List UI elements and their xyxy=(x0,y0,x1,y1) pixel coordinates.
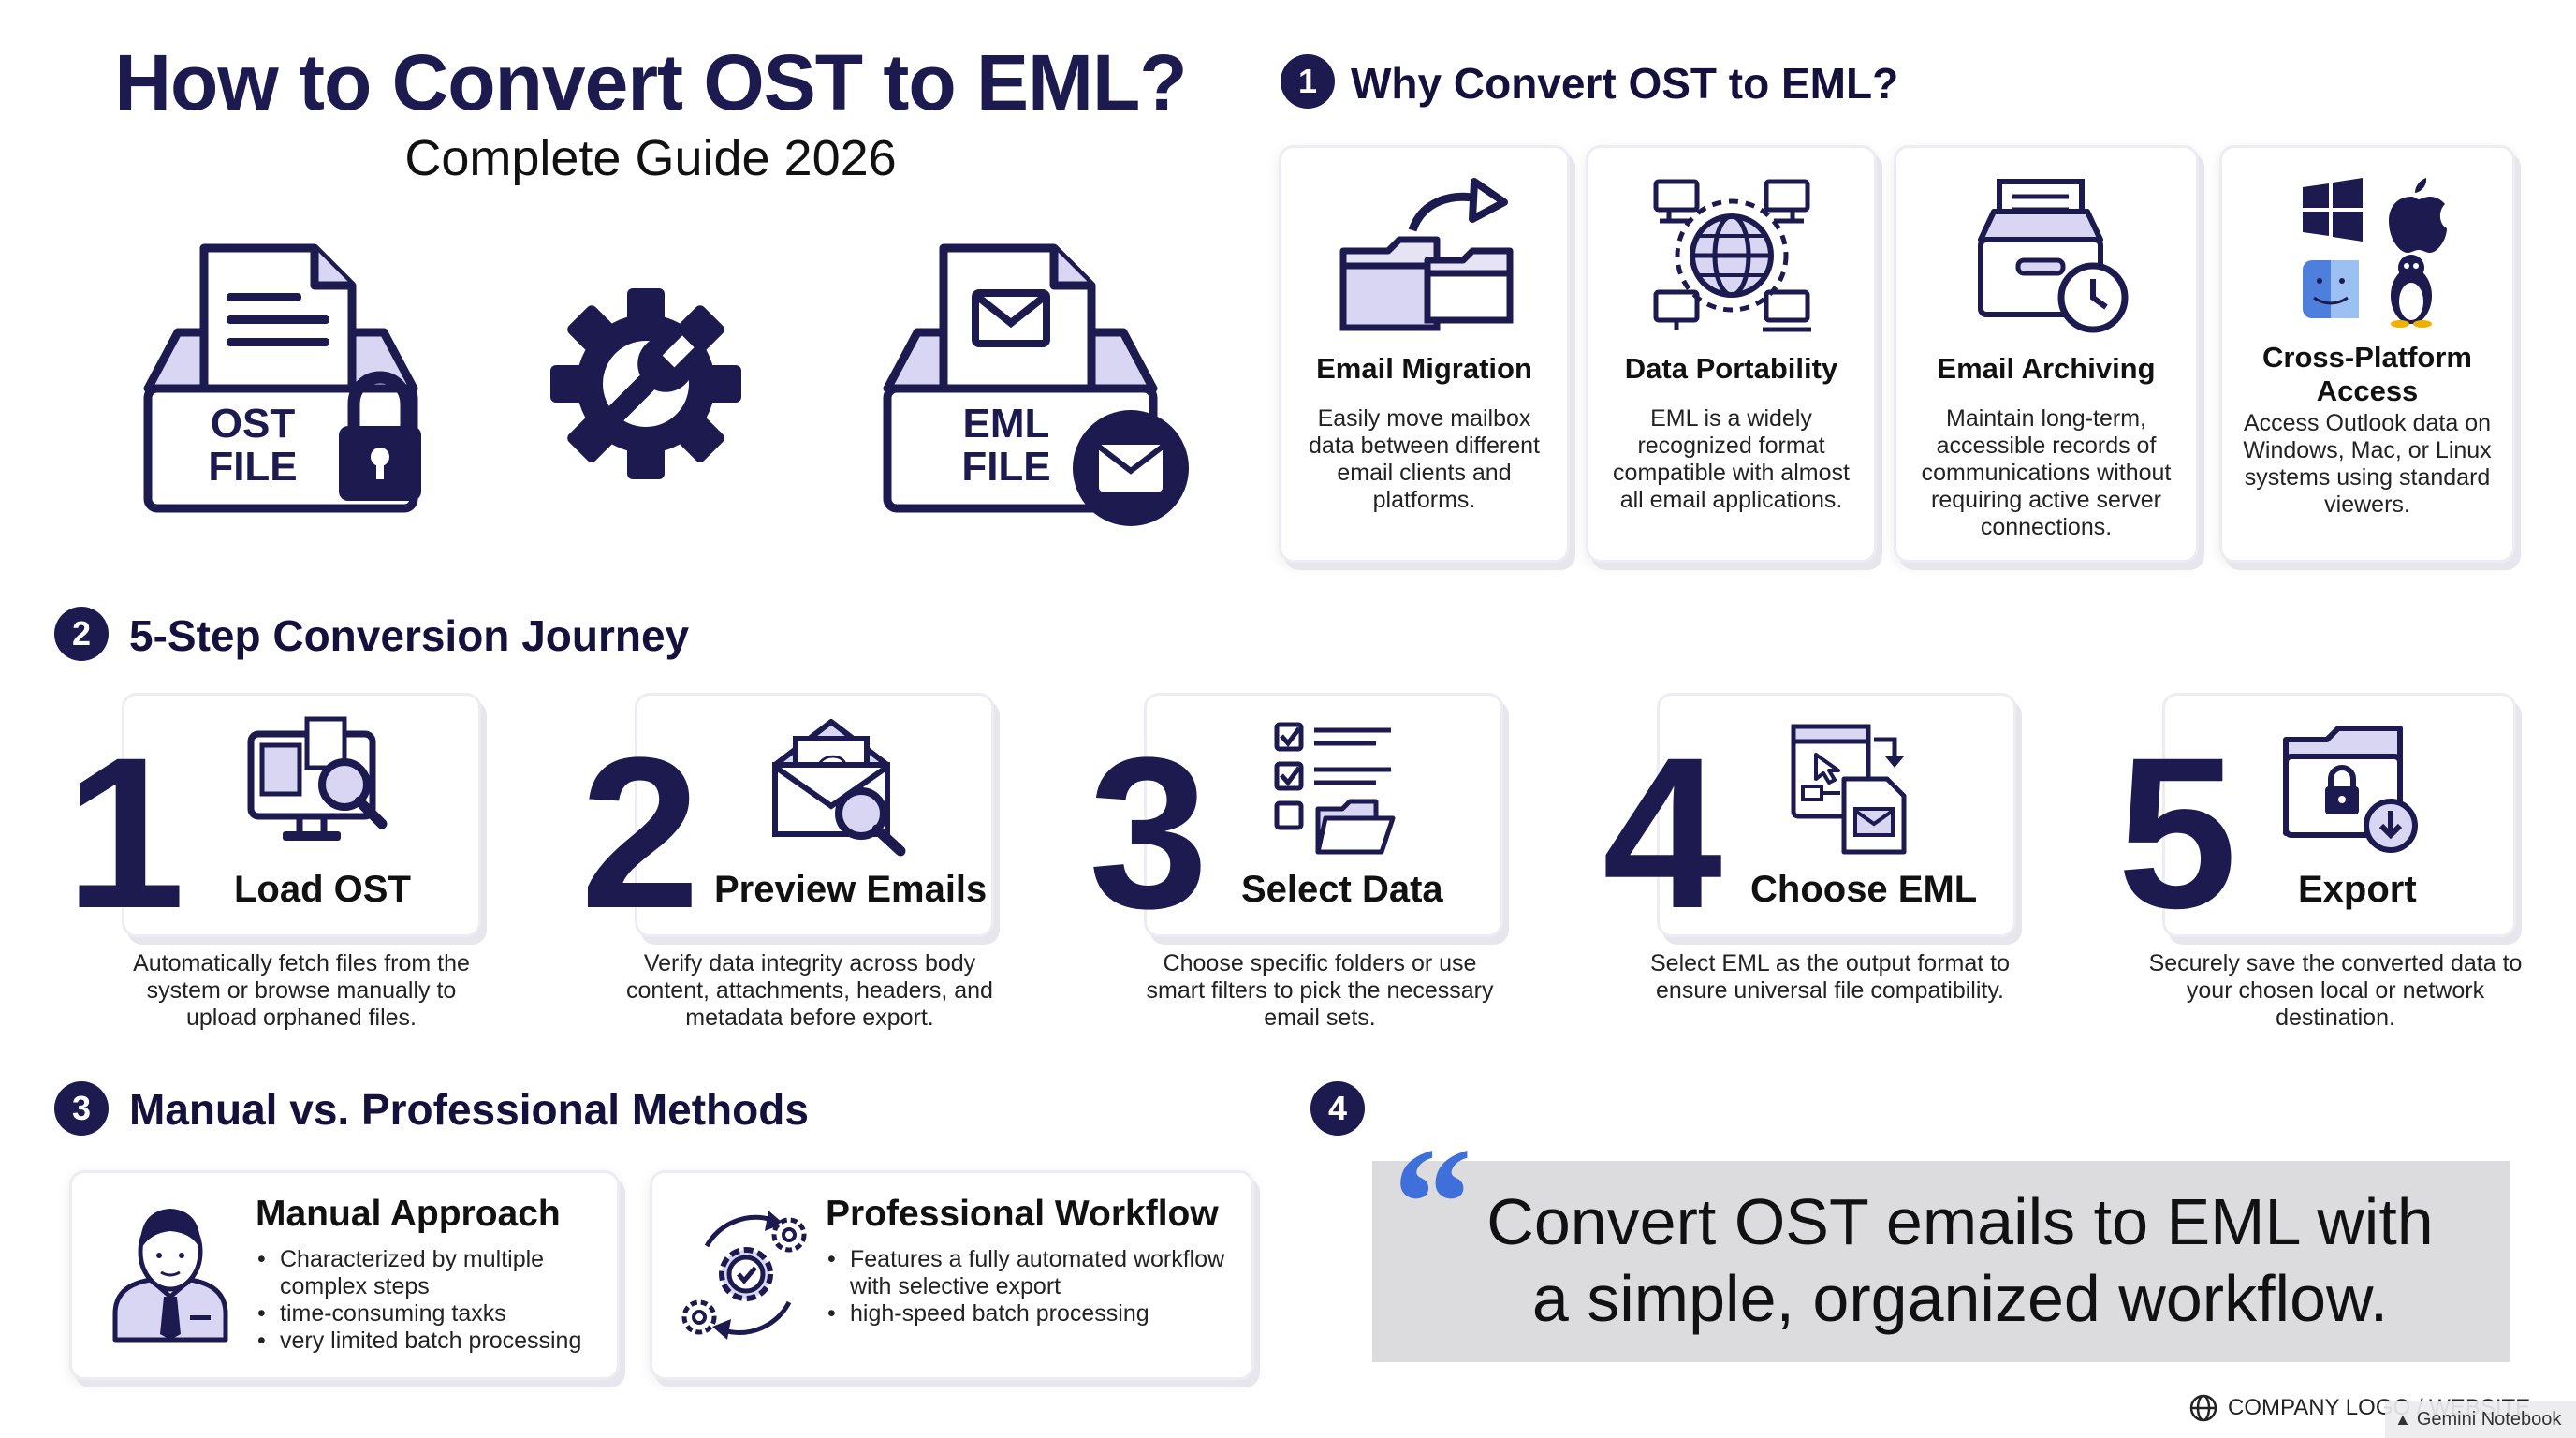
professional-workflow-list: Features a fully automated workflow with… xyxy=(826,1246,1237,1328)
manual-approach-list: Characterized by multiple complex steps … xyxy=(256,1246,602,1355)
why-section-heading: Why Convert OST to EML? xyxy=(1351,59,1899,108)
why-card-title: Email Migration xyxy=(1316,352,1532,385)
monitor-search-icon xyxy=(245,713,390,854)
person-avatar-icon xyxy=(110,1203,231,1343)
why-card-title: Cross-Platform Access xyxy=(2262,341,2472,407)
step-desc: Automatically fetch files from the syste… xyxy=(133,950,470,1031)
folder-migration-icon xyxy=(1338,176,1515,335)
checklist-folder-icon xyxy=(1273,721,1399,857)
quote-mark-icon: “ xyxy=(1393,1115,1472,1291)
why-card-title: Data Portability xyxy=(1624,352,1838,385)
step-desc: Choose specific folders or use smart fil… xyxy=(1146,950,1494,1031)
why-card-desc: Maintain long-term, accessible records o… xyxy=(1921,405,2172,540)
step-number: 3 xyxy=(1089,712,1208,953)
step-title: Preview Emails xyxy=(714,869,988,910)
linux-tux-icon xyxy=(2391,255,2432,328)
why-card-desc: EML is a widely recognized format compat… xyxy=(1613,405,1850,513)
eml-file-icon: EML FILE xyxy=(880,229,1198,538)
step-number: 4 xyxy=(1603,712,1722,953)
page-subtitle: Complete Guide 2026 xyxy=(404,130,897,186)
list-item: high-speed batch processing xyxy=(826,1300,1237,1328)
section-number-3: 3 xyxy=(54,1081,109,1136)
why-card-title: Email Archiving xyxy=(1937,352,2156,385)
methods-section-heading: Manual vs. Professional Methods xyxy=(129,1085,809,1134)
ost-label-line2: FILE xyxy=(208,444,297,490)
ost-label-line1: OST xyxy=(211,401,296,447)
professional-workflow-card: Professional Workflow Features a fully a… xyxy=(650,1170,1254,1380)
step-title: Load OST xyxy=(234,869,411,910)
manual-approach-title: Manual Approach xyxy=(256,1194,561,1234)
watermark-badge: ▲ Gemini Notebook xyxy=(2385,1401,2576,1438)
quote-line-2: a simple, organized workflow. xyxy=(1531,1262,2389,1335)
professional-workflow-title: Professional Workflow xyxy=(826,1194,1219,1234)
globe-network-icon xyxy=(1652,176,1811,335)
step-number: 1 xyxy=(66,712,185,953)
why-card-desc: Access Outlook data on Windows, Mac, or … xyxy=(2243,410,2492,518)
eml-label-line2: FILE xyxy=(961,444,1050,490)
page-title: How to Convert OST to EML? xyxy=(114,38,1187,126)
section-number-1: 1 xyxy=(1281,54,1335,109)
step-title: Export xyxy=(2298,869,2417,910)
why-card-email-archiving: Email Archiving Maintain long-term, acce… xyxy=(1894,145,2199,563)
quote-box: “ Convert OST emails to EML with a simpl… xyxy=(1372,1123,2510,1362)
windows-logo-icon xyxy=(2303,178,2363,242)
list-item: Features a fully automated workflow with… xyxy=(826,1246,1237,1300)
eml-label-line1: EML xyxy=(963,401,1050,447)
why-card-cross-platform: Cross-Platform Access Access Outlook dat… xyxy=(2219,145,2515,563)
os-logos-icon xyxy=(2297,174,2447,329)
step-desc: Securely save the converted data to your… xyxy=(2148,950,2523,1031)
quote-line-1: Convert OST emails to EML with xyxy=(1486,1185,2434,1258)
watermark-text: Gemini Notebook xyxy=(2416,1408,2562,1430)
journey-section-heading: 5-Step Conversion Journey xyxy=(129,611,690,660)
gear-wrench-icon xyxy=(548,286,744,482)
list-item: time-consuming taxks xyxy=(256,1300,602,1328)
step-number: 2 xyxy=(580,712,700,953)
archive-clock-icon xyxy=(1971,174,2130,338)
gears-cycle-icon xyxy=(679,1205,819,1345)
section-number-2: 2 xyxy=(54,607,109,661)
why-card-email-migration: Email Migration Easily move mailbox data… xyxy=(1279,145,1570,563)
why-card-desc: Easily move mailbox data between differe… xyxy=(1309,405,1540,513)
email-search-icon: @ xyxy=(769,716,910,857)
step-title: Select Data xyxy=(1241,869,1443,910)
folder-export-icon xyxy=(2280,721,2421,857)
step-title: Choose EML xyxy=(1750,869,1978,910)
apple-logo-icon xyxy=(2389,178,2447,253)
step-desc: Select EML as the output format to ensur… xyxy=(1650,950,2010,1004)
ost-file-icon: OST FILE xyxy=(140,229,449,538)
step-number: 5 xyxy=(2117,712,2237,953)
globe-icon xyxy=(2188,1393,2218,1423)
section-number-4: 4 xyxy=(1310,1081,1365,1136)
manual-approach-card: Manual Approach Characterized by multipl… xyxy=(69,1170,620,1380)
list-item: very limited batch processing xyxy=(256,1328,602,1355)
mountain-icon: ▲ xyxy=(2394,1409,2411,1429)
format-convert-icon xyxy=(1788,721,1919,857)
step-desc: Verify data integrity across body conten… xyxy=(626,950,993,1031)
list-item: Characterized by multiple complex steps xyxy=(256,1246,602,1300)
why-card-data-portability: Data Portability EML is a widely recogni… xyxy=(1586,145,1877,563)
mac-finder-icon xyxy=(2303,260,2359,318)
